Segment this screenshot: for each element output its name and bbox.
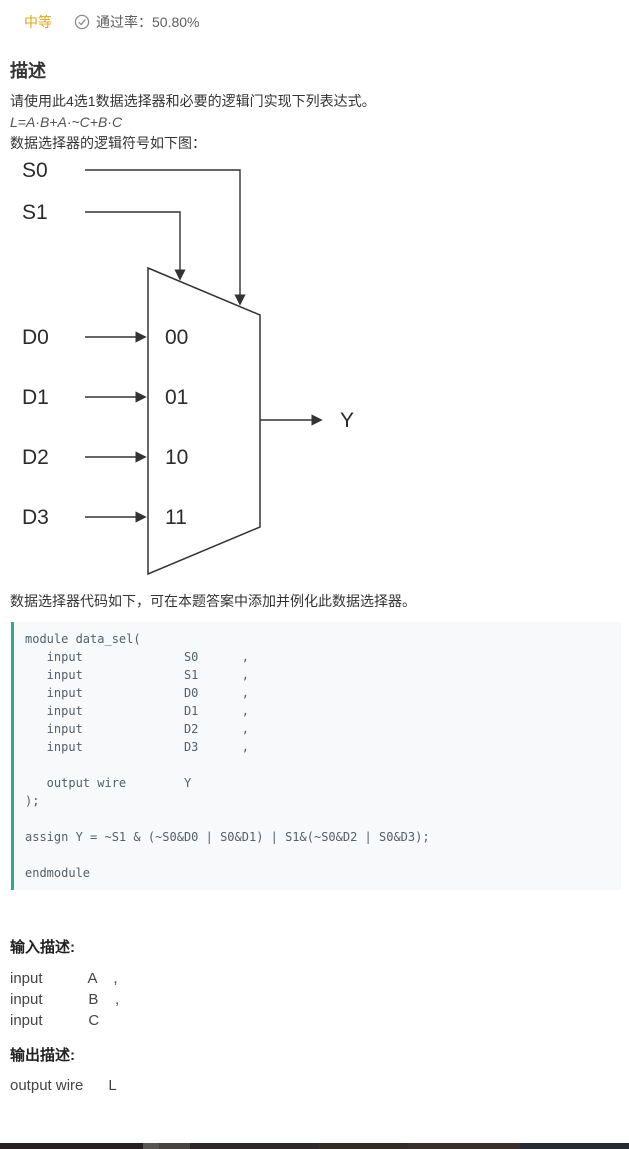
pass-rate: 通过率：50.80% — [74, 12, 199, 32]
data-input-label-d0: D0 — [22, 326, 49, 349]
wire-s1 — [85, 211, 186, 281]
description-intro: 请使用此4选1数据选择器和必要的逻辑门实现下列表达式。 — [10, 93, 376, 109]
channel-label-11: 11 — [165, 506, 187, 529]
output-desc-text: output wire L — [10, 1077, 117, 1094]
meta-row: 中等 通过率：50.80% — [24, 12, 629, 32]
bottom-strip-segment — [0, 1143, 143, 1149]
bottom-strip-segment — [408, 1143, 520, 1149]
mux-body-shape — [147, 266, 261, 576]
bottom-strip-segment — [159, 1143, 190, 1149]
channel-label-01: 01 — [165, 386, 188, 409]
data-input-label-d2: D2 — [22, 446, 49, 469]
diagram-caption: 数据选择器的逻辑符号如下图： — [10, 135, 206, 151]
code-block-text: module data_sel( input S0 , input S1 , i… — [25, 632, 430, 880]
select-input-label-s0: S0 — [22, 159, 48, 182]
wire-s0 — [85, 169, 246, 306]
bottom-strip-segment — [190, 1143, 318, 1149]
output-desc-heading: 输出描述: — [10, 1047, 75, 1064]
select-input-label-s1: S1 — [22, 201, 48, 224]
code-block: module data_sel( input S0 , input S1 , i… — [11, 622, 621, 890]
pass-rate-label: 通过率：50.80% — [96, 14, 200, 30]
difficulty-badge: 中等 — [24, 14, 52, 30]
mux-diagram: S0 S1 D0 D1 D2 D3 00 01 10 11 Y — [22, 159, 354, 576]
code-intro: 数据选择器代码如下，可在本题答案中添加并例化此数据选择器。 — [10, 593, 416, 609]
input-desc-text: input A , input B , input C — [10, 970, 120, 1029]
bottom-strip — [0, 1143, 629, 1149]
description-heading: 描述 — [10, 61, 46, 81]
bottom-strip-segment — [520, 1143, 629, 1149]
channel-label-00: 00 — [165, 326, 188, 349]
target-expression: L=A·B+A·~C+B·C — [10, 114, 123, 130]
check-circle-icon — [74, 14, 90, 30]
channel-label-10: 10 — [165, 446, 188, 469]
bottom-strip-segment — [143, 1143, 159, 1149]
bottom-strip-segment — [318, 1143, 408, 1149]
output-label-y: Y — [340, 409, 354, 432]
data-input-label-d3: D3 — [22, 506, 49, 529]
data-input-label-d1: D1 — [22, 386, 49, 409]
input-desc-heading: 输入描述: — [10, 939, 75, 956]
